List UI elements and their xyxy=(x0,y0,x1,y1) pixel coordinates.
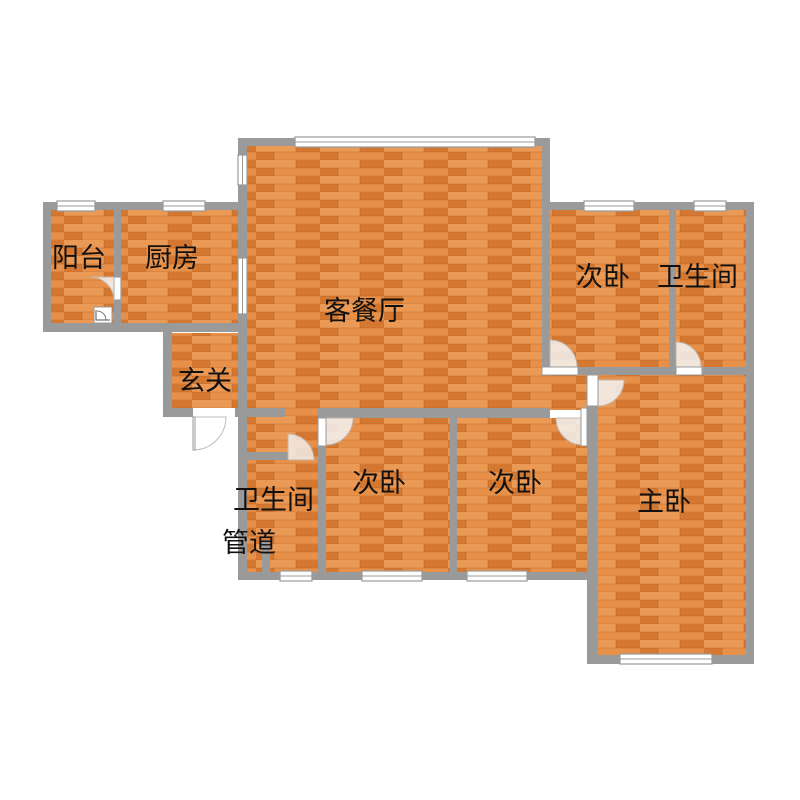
floor-secondary-bedroom-left xyxy=(326,418,450,572)
door-swing xyxy=(325,417,354,446)
sliding-door xyxy=(113,276,122,301)
wall xyxy=(542,202,754,210)
room-label-pipe-shaft: 管道 xyxy=(222,528,276,559)
sliding-door xyxy=(237,257,248,315)
wall xyxy=(318,408,326,580)
wall xyxy=(587,375,598,664)
floor-bathroom-bottom xyxy=(247,460,319,572)
doors xyxy=(89,276,702,461)
wall xyxy=(114,202,121,277)
room-label-kitchen: 厨房 xyxy=(145,243,199,274)
room-label-secondary-bedroom-left: 次卧 xyxy=(352,468,406,499)
floor-secondary-bedroom-top xyxy=(549,210,669,367)
door-swing xyxy=(89,276,115,302)
door-swing xyxy=(597,379,625,407)
room-label-entrance: 玄关 xyxy=(178,366,232,397)
room-label-living-dining: 客餐厅 xyxy=(324,296,405,327)
window xyxy=(361,570,423,582)
window xyxy=(294,136,536,148)
window xyxy=(619,653,713,665)
room-label-secondary-bedroom-top: 次卧 xyxy=(576,262,630,293)
floor-secondary-bedroom-right xyxy=(457,418,587,572)
sliding-door xyxy=(237,154,248,186)
floor-kitchen xyxy=(121,210,240,323)
wall xyxy=(163,323,172,417)
window xyxy=(279,570,313,582)
wall xyxy=(235,408,285,417)
wall xyxy=(669,202,676,374)
room-label-master-bedroom: 主卧 xyxy=(637,487,691,518)
wall xyxy=(262,540,270,580)
wall xyxy=(318,572,598,580)
door-leaves xyxy=(192,366,703,451)
wall xyxy=(238,408,247,580)
wall xyxy=(450,408,457,580)
floor-drain-icon xyxy=(93,306,113,324)
floor-living-dining xyxy=(247,145,542,410)
room-label-balcony: 阳台 xyxy=(52,243,106,274)
window xyxy=(56,200,96,212)
wall xyxy=(318,408,550,418)
wall xyxy=(746,202,754,664)
wall xyxy=(542,367,754,375)
window xyxy=(162,200,206,212)
floor-balcony xyxy=(51,210,114,323)
window xyxy=(693,200,727,212)
room-label-bathroom-bottom: 卫生间 xyxy=(233,485,314,516)
room-label-bathroom-top: 卫生间 xyxy=(657,262,738,293)
wall xyxy=(238,452,288,460)
wall xyxy=(163,408,193,417)
wall xyxy=(542,138,550,373)
floor-bathroom-top xyxy=(676,210,746,367)
window xyxy=(466,570,528,582)
door-swing xyxy=(549,339,578,368)
wall xyxy=(238,572,318,580)
window xyxy=(583,200,635,212)
door-swing xyxy=(192,416,227,451)
door-swing xyxy=(287,433,315,461)
wall xyxy=(43,323,247,332)
wall xyxy=(43,202,51,332)
door-swing xyxy=(675,341,702,368)
wall xyxy=(43,202,247,210)
floors xyxy=(51,145,746,655)
floor-entrance xyxy=(170,333,240,408)
room-label-secondary-bedroom-right: 次卧 xyxy=(488,468,542,499)
floor-master-bedroom xyxy=(598,375,746,655)
wall xyxy=(114,300,121,332)
